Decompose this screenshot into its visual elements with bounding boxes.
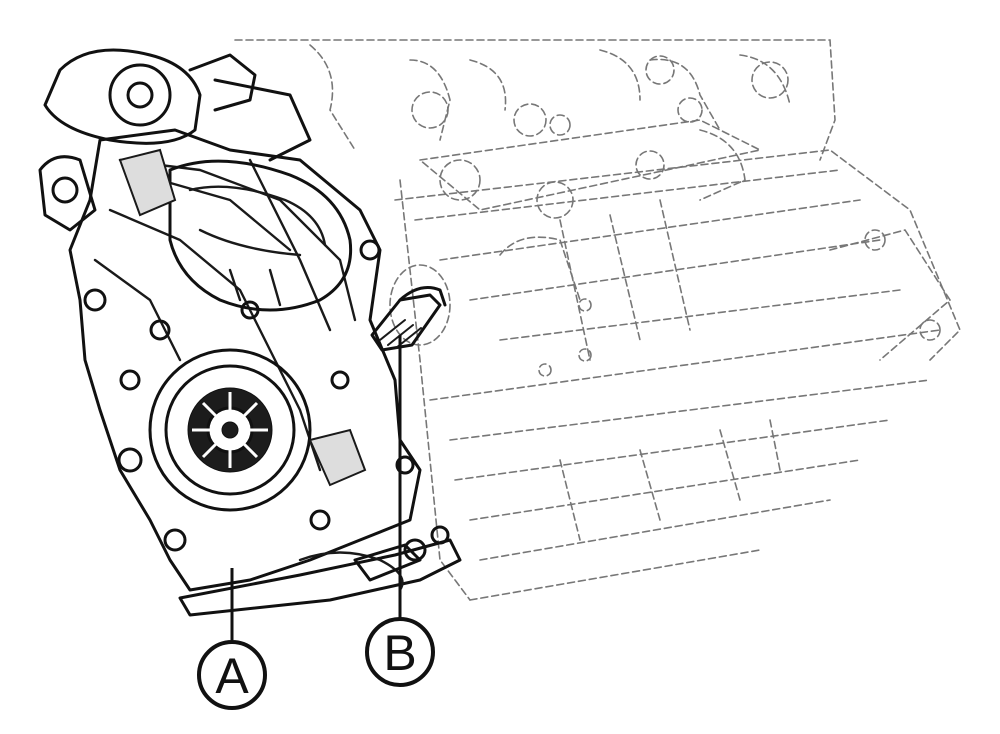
callout-b: B bbox=[365, 617, 435, 687]
callout-b-label: B bbox=[383, 625, 416, 681]
callout-a-label: A bbox=[215, 648, 249, 704]
mounting-stud bbox=[370, 264, 451, 352]
engine-block-outline bbox=[234, 39, 961, 601]
crankshaft-pulley bbox=[148, 348, 312, 512]
callout-a: A bbox=[197, 640, 267, 710]
timing-cover-assembly bbox=[38, 48, 462, 617]
